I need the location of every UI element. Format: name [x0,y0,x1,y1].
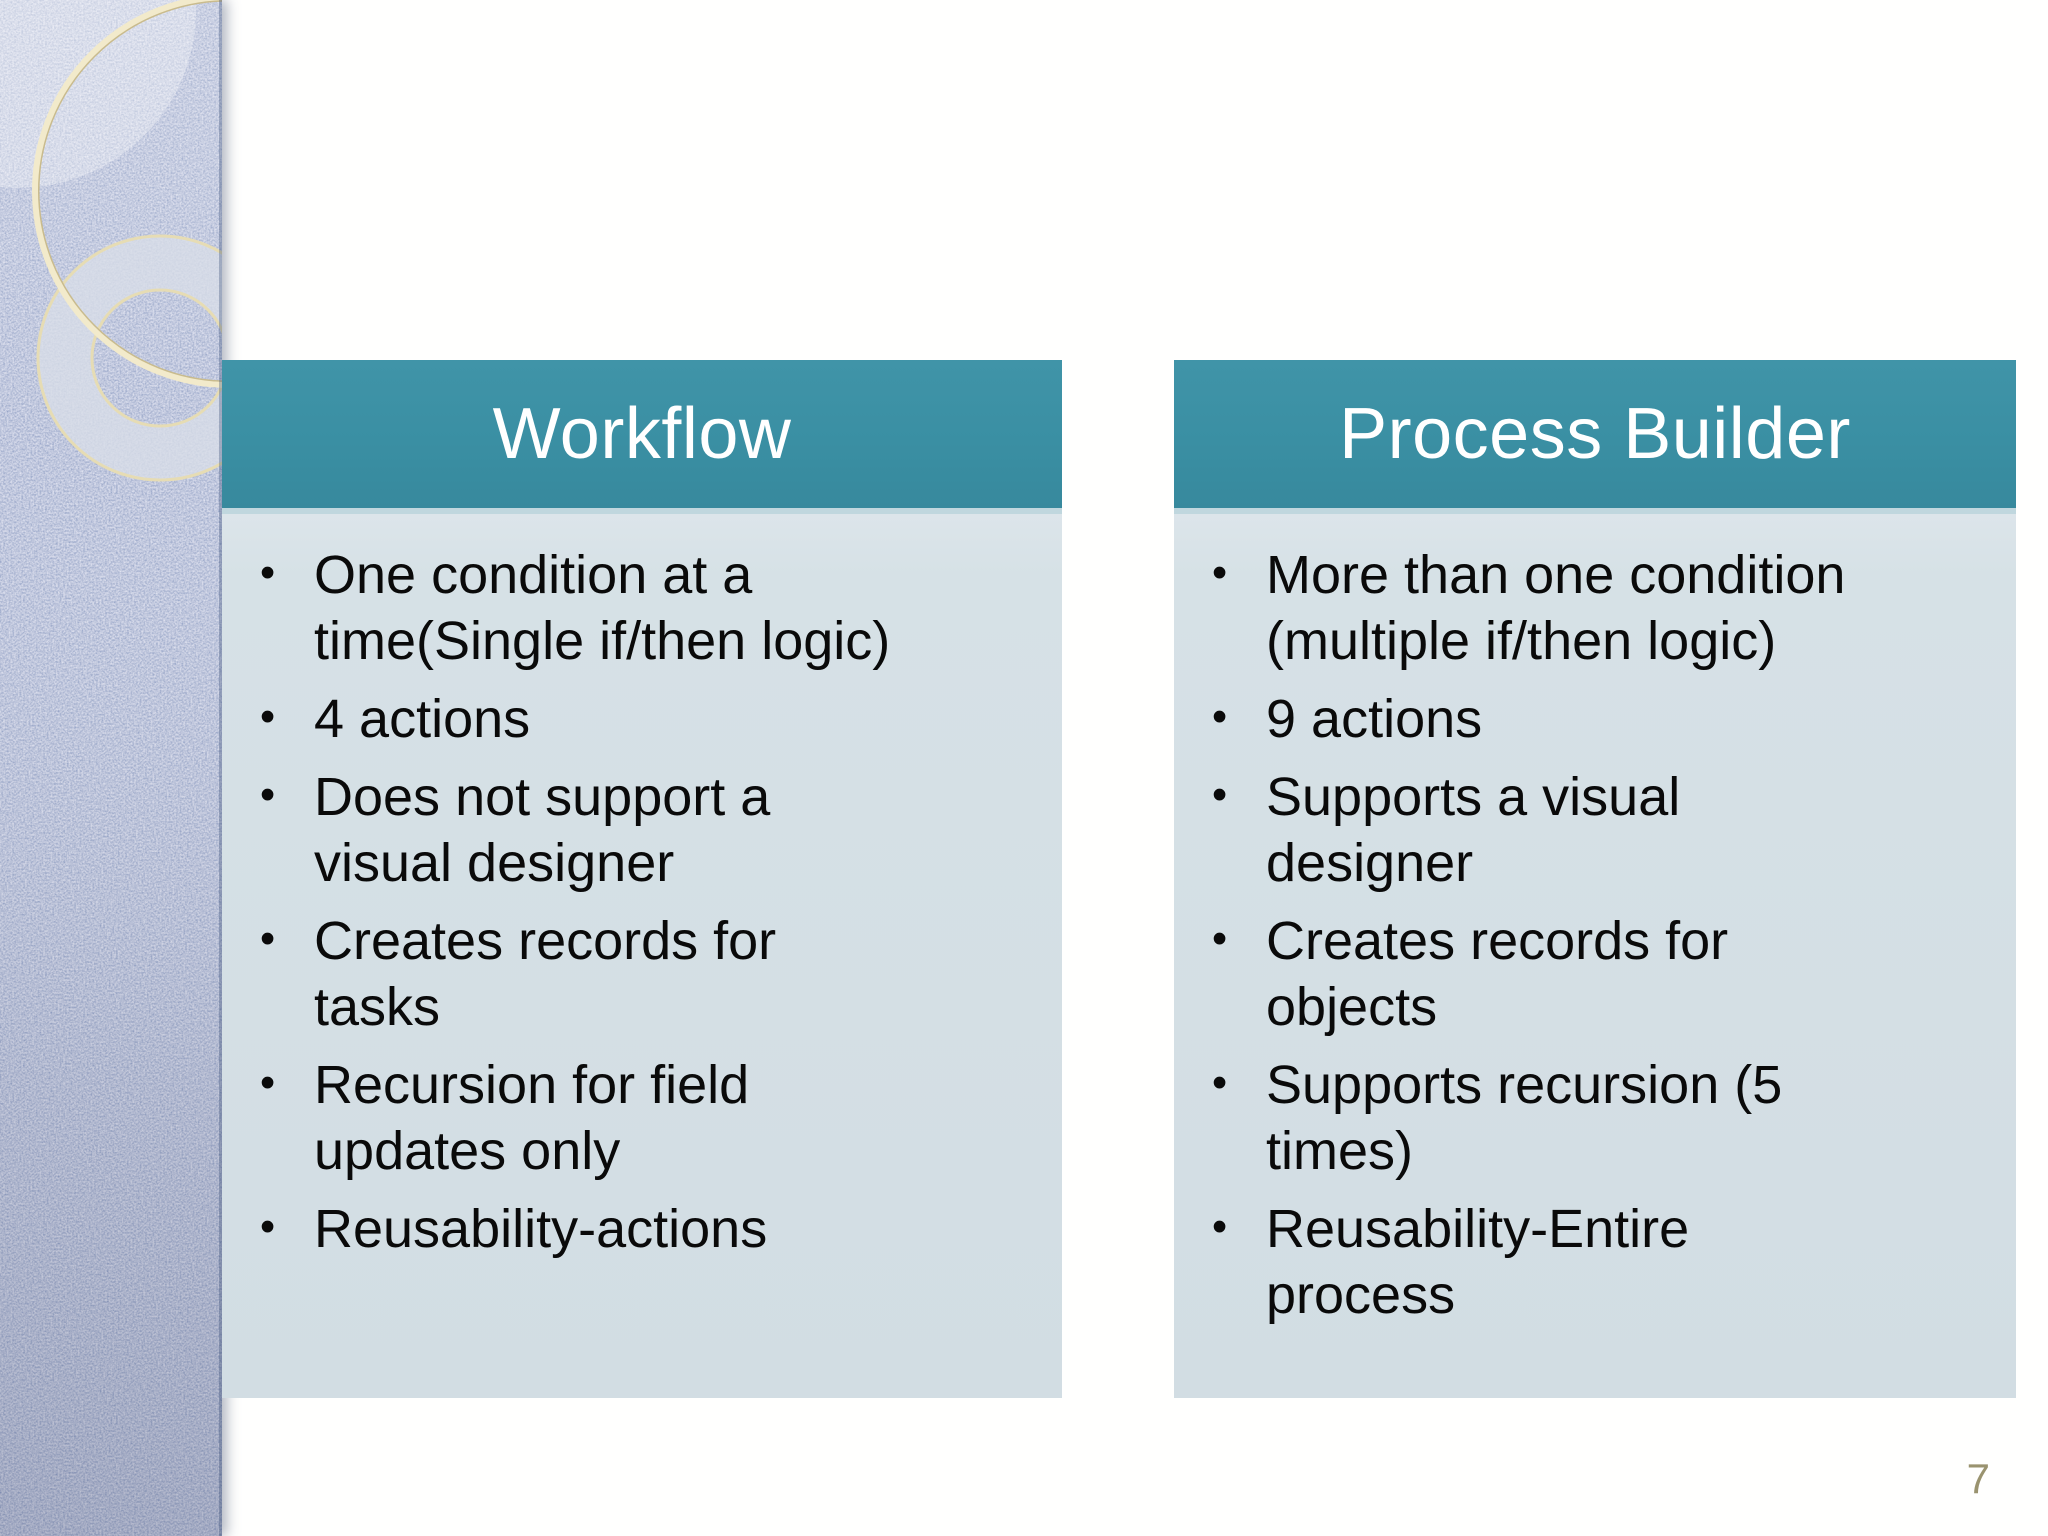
page-number: 7 [1966,1455,1990,1502]
sidebar-decoration [0,0,222,1536]
process-builder-panel-header: Process Builder [1174,360,2016,508]
highlight-circle-ornament-icon [0,0,196,188]
bullet-item: One condition at a time(Single if/then l… [260,540,1054,674]
arc-ornament-icon [32,0,222,388]
bullet-item: Supports a visual designer [1212,762,2008,896]
bullet-item: 9 actions [1212,684,2008,752]
bullet-item: Recursion for field updates only [260,1050,1054,1184]
bullet-item: Does not support a visual designer [260,762,1054,896]
workflow-bullet-list: One condition at a time(Single if/then l… [222,540,1054,1262]
bullet-item: 4 actions [260,684,1054,752]
workflow-panel-header: Workflow [222,360,1062,508]
sidebar-edge [219,0,222,1536]
sidebar-shading [0,0,222,1536]
bullet-item: Reusability-actions [260,1194,1054,1262]
bullet-item: Creates records for objects [1212,906,2008,1040]
workflow-panel-title: Workflow [492,394,792,474]
bullet-item: More than one condition (multiple if/the… [1212,540,2008,674]
bullet-item: Creates records for tasks [260,906,1054,1040]
ring-ornament-icon [36,234,222,482]
process-builder-bullet-list: More than one condition (multiple if/the… [1174,540,2008,1328]
bullet-item: Supports recursion (5 times) [1212,1050,2008,1184]
denim-texture [0,0,222,1536]
process-builder-panel-body: More than one condition (multiple if/the… [1174,508,2016,1398]
workflow-panel-body: One condition at a time(Single if/then l… [222,508,1062,1398]
process-builder-panel-title: Process Builder [1339,394,1851,474]
workflow-panel: Workflow One condition at a time(Single … [222,360,1062,1398]
process-builder-panel: Process Builder More than one condition … [1174,360,2016,1398]
bullet-item: Reusability-Entire process [1212,1194,2008,1328]
